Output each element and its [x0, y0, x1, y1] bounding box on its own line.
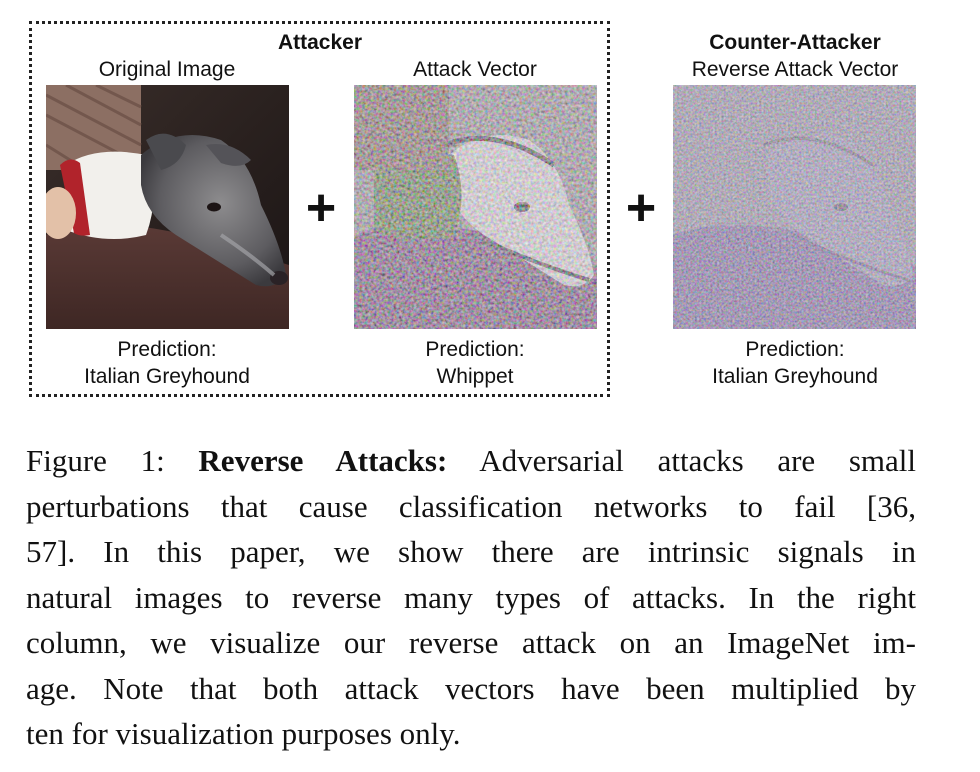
attack-vector-label: Attack Vector: [413, 58, 537, 81]
prediction-value-1: Italian Greyhound: [84, 365, 250, 388]
reverse-attack-vector-label: Reverse Attack Vector: [691, 58, 899, 81]
plus-sign-1: +: [305, 179, 337, 237]
caption-prefix: Figure 1:: [26, 443, 165, 478]
original-image: [46, 85, 289, 329]
attacker-group-frame: [29, 21, 610, 397]
caption-line: perturbations that cause classification …: [26, 488, 916, 524]
prediction-label-2: Prediction:: [425, 338, 525, 361]
caption-line-text: Adversarial attacks are small: [479, 443, 917, 478]
prediction-label-3: Prediction:: [745, 338, 845, 361]
prediction-label-1: Prediction:: [117, 338, 217, 361]
original-image-label: Original Image: [98, 58, 236, 81]
prediction-value-3: Italian Greyhound: [712, 365, 878, 388]
caption-line: ten for visualization purposes only.: [26, 716, 461, 751]
attacker-title: Attacker: [277, 31, 363, 54]
reverse-attack-vector-image: [673, 85, 916, 329]
prediction-value-2: Whippet: [436, 365, 514, 388]
figure-caption: Figure 1: Reverse Attacks: Adversarial a…: [26, 438, 916, 757]
caption-line: column, we visualize our reverse attack …: [26, 625, 916, 660]
caption-line: 57]. In this paper, we show there are in…: [26, 534, 916, 569]
caption-line: Figure 1: Reverse Attacks: Adversarial a…: [26, 438, 916, 484]
plus-sign-2: +: [625, 179, 657, 237]
caption-line: natural images to reverse many types of …: [26, 579, 916, 615]
caption-line: age. Note that both attack vectors have …: [26, 670, 916, 706]
counter-attacker-title: Counter-Attacker: [709, 31, 881, 54]
caption-bold-title: Reverse Attacks:: [198, 443, 448, 478]
attack-vector-image: [354, 85, 597, 329]
